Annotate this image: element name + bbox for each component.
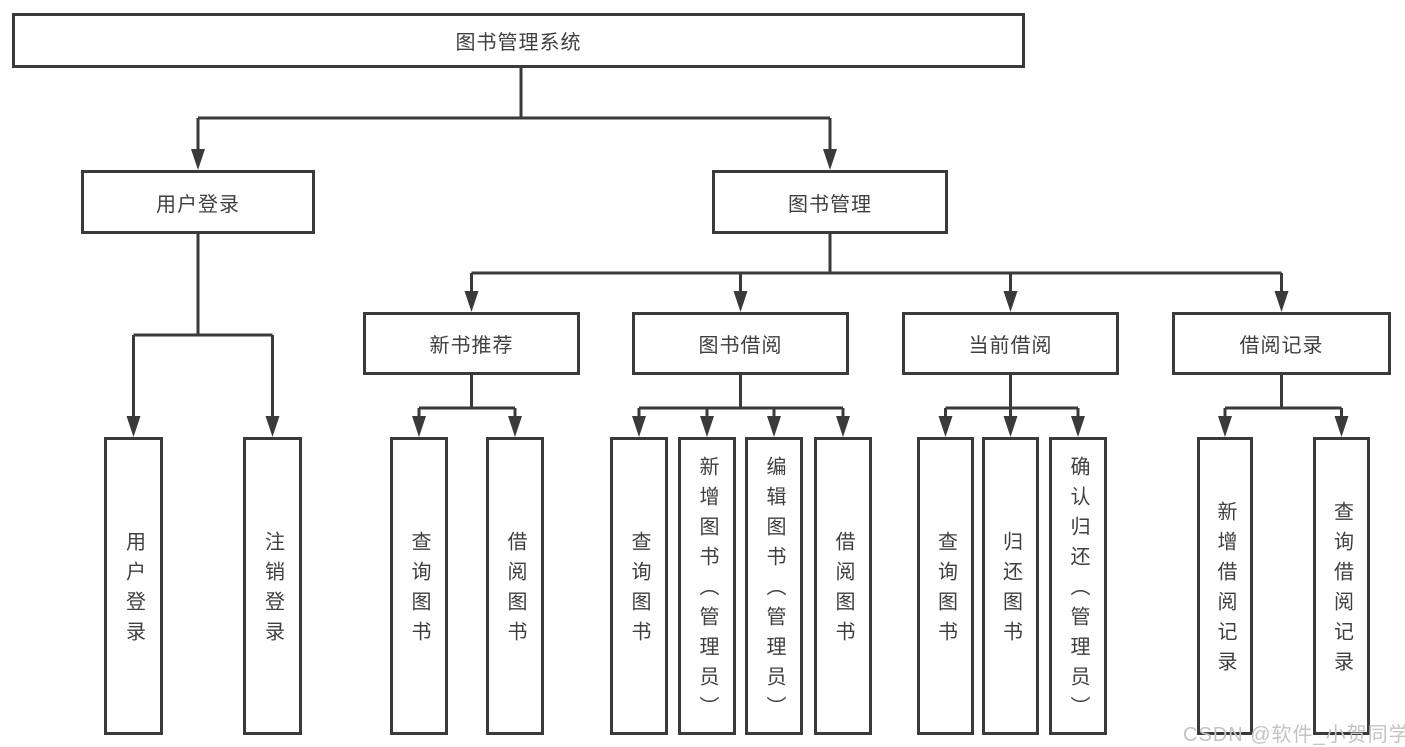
tree-edges bbox=[132, 68, 1343, 419]
leaf-label: 查询借阅记录 bbox=[1330, 501, 1353, 681]
node-leaf-current-query-books: 查询图书 bbox=[917, 437, 974, 735]
node-new-book-recommend: 新书推荐 bbox=[363, 312, 580, 375]
leaf-label: 编辑图书（管理员） bbox=[763, 456, 785, 726]
node-book-borrow: 图书借阅 bbox=[632, 312, 849, 375]
node-current-borrow: 当前借阅 bbox=[902, 312, 1119, 375]
node-root: 图书管理系统 bbox=[12, 13, 1025, 68]
node-leaf-query-borrow-record: 查询借阅记录 bbox=[1313, 437, 1370, 735]
leaf-label: 确认归还（管理员） bbox=[1067, 456, 1089, 726]
node-user-login: 用户登录 bbox=[81, 170, 315, 234]
node-leaf-newrec-borrow-books: 借阅图书 bbox=[486, 437, 544, 735]
leaf-label: 新增借阅记录 bbox=[1214, 501, 1236, 681]
node-leaf-edit-books-admin: 编辑图书（管理员） bbox=[745, 437, 803, 735]
leaf-label: 查询图书 bbox=[628, 531, 650, 651]
leaf-label: 用户登录 bbox=[122, 531, 145, 651]
node-leaf-logout: 注销登录 bbox=[243, 437, 302, 735]
leaf-label: 归还图书 bbox=[999, 531, 1022, 651]
leaf-label: 查询图书 bbox=[408, 531, 430, 651]
leaf-label: 查询图书 bbox=[934, 531, 957, 651]
node-borrow-records: 借阅记录 bbox=[1172, 312, 1391, 375]
leaf-label: 借阅图书 bbox=[504, 531, 526, 651]
node-leaf-user-login: 用户登录 bbox=[104, 437, 163, 735]
node-leaf-newrec-query-books: 查询图书 bbox=[390, 437, 448, 735]
leaf-label: 借阅图书 bbox=[832, 531, 854, 651]
leaf-label: 新增图书（管理员） bbox=[696, 456, 718, 726]
node-leaf-add-books-admin: 新增图书（管理员） bbox=[678, 437, 736, 735]
node-leaf-return-books: 归还图书 bbox=[982, 437, 1039, 735]
node-leaf-borrow-borrow-books: 借阅图书 bbox=[814, 437, 872, 735]
node-leaf-add-borrow-record: 新增借阅记录 bbox=[1197, 437, 1253, 735]
arrowheads bbox=[126, 149, 1349, 437]
node-leaf-borrow-query-books: 查询图书 bbox=[610, 437, 668, 735]
node-leaf-confirm-return-admin: 确认归还（管理员） bbox=[1049, 437, 1107, 735]
leaf-label: 注销登录 bbox=[261, 531, 284, 651]
watermark: CSDN @软件_小贺同学 bbox=[1183, 724, 1405, 746]
node-book-management: 图书管理 bbox=[712, 170, 948, 234]
